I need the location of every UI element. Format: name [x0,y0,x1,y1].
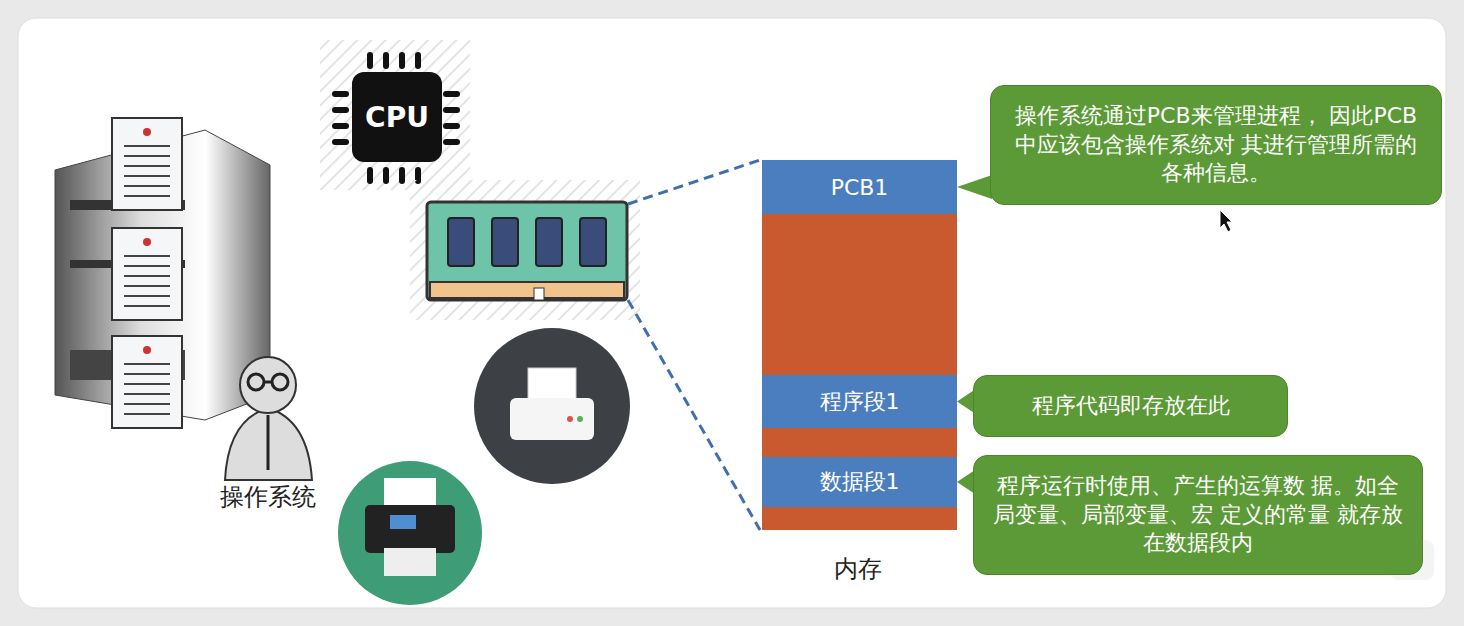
node-text: PCB1 [831,175,889,200]
node-text: 数据段1 [820,467,900,497]
part-label: 内存 [834,553,882,585]
memory-segment: 数据段1 [762,457,957,507]
memory-segment: PCB1 [762,160,957,214]
callout-box: 程序运行时使用、产生的运算数 据。如全局变量、局部变量、宏 定义的常量 就存放在… [973,455,1423,575]
memory-segment: 程序段1 [762,375,957,428]
callout-tail [957,175,992,199]
chip-label: CPU [365,101,429,134]
node-text: 操作系统通过PCB来管理进程， 因此PCB中应该包含操作系统对 其进行管理所需的… [1005,102,1427,188]
callout-box: 操作系统通过PCB来管理进程， 因此PCB中应该包含操作系统对 其进行管理所需的… [990,85,1442,205]
node-text: 程序代码即存放在此 [1032,392,1230,421]
node-text: 程序段1 [820,387,900,417]
node-text: 程序运行时使用、产生的运算数 据。如全局变量、局部变量、宏 定义的常量 就存放在… [988,472,1408,558]
part-label: 操作系统 [220,481,316,513]
callout-box: 程序代码即存放在此 [973,375,1288,437]
